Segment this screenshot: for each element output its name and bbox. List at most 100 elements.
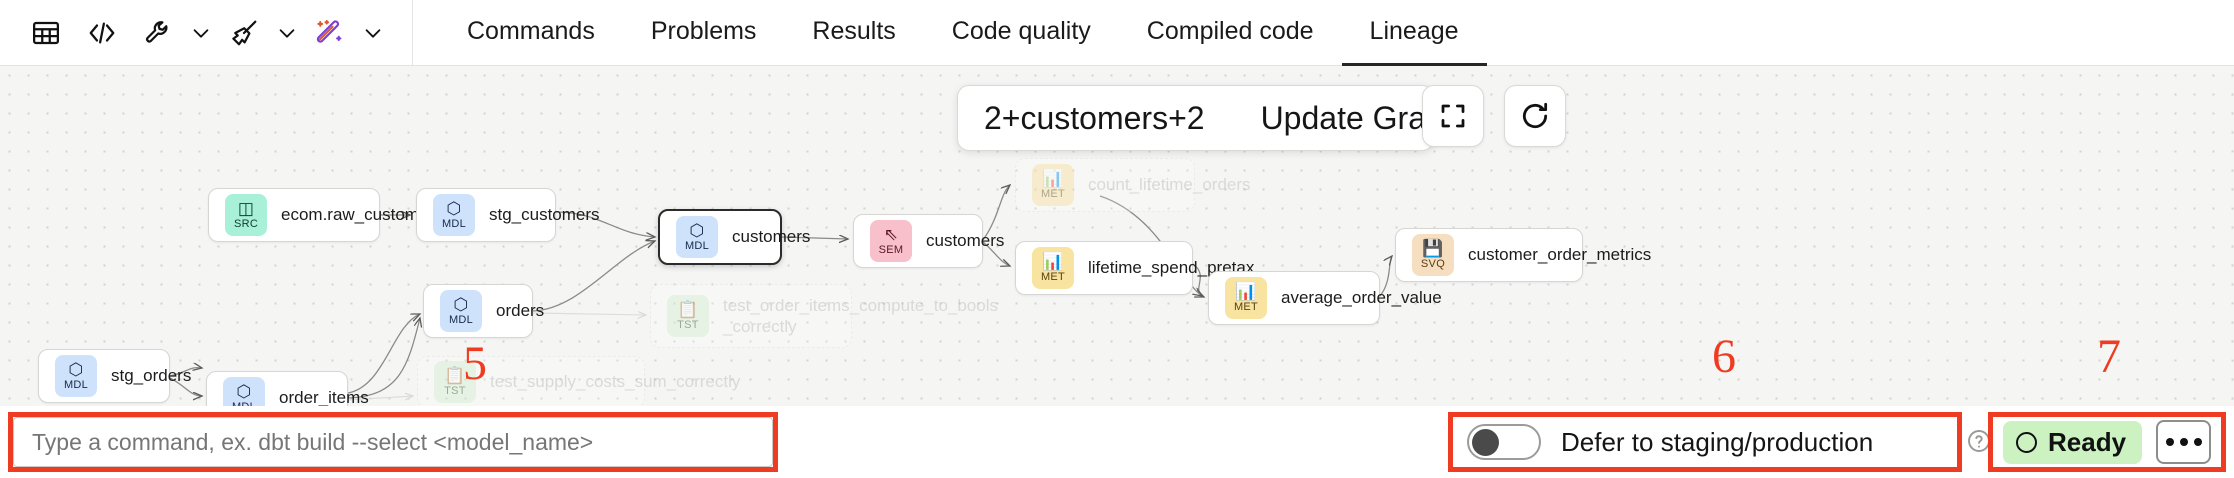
toolbar-divider [412,0,413,66]
node-label: stg_orders [111,366,192,385]
badge-text: MDL [448,314,474,326]
cube-icon: ⬡ [453,295,469,314]
node-label: test_supply_costs_sum_correctly [490,372,741,391]
tab-compiled-code[interactable]: Compiled code [1146,16,1314,45]
lineage-node-count-lifetime-orders[interactable]: 📊 MET count_lifetime_orders [1015,158,1251,212]
callout-number-7: 7 [2097,330,2121,383]
broom-icon[interactable] [216,7,272,59]
node-type-badge-tst: 📋 TST [434,361,476,403]
lineage-node-ecom-raw-customers[interactable]: ◫ SRC ecom.raw_customers [208,188,443,242]
node-label: average_order_value [1281,288,1442,307]
lineage-graph-canvas[interactable]: ◫ SRC ecom.raw_customers ⬡ MDL stg_custo… [0,66,2234,406]
lineage-node-average-order-value[interactable]: 📊 MET average_order_value [1208,271,1442,325]
node-type-badge-sem: ⇖ SEM [870,220,912,262]
dot [2179,438,2188,446]
status-circle-icon [2016,431,2037,453]
cube-icon: ⬡ [236,382,252,401]
command-input[interactable] [13,417,773,467]
graph-selector-panel: 2+customers+2 Update Graph [957,85,1434,151]
status-label: Ready [2048,426,2127,457]
node-label: stg_customers [489,205,600,224]
tab-code-quality[interactable]: Code quality [951,16,1091,45]
saved-query-icon: 💾 [1422,239,1444,258]
node-label: test_order_items_compute_to_bools _corre… [723,295,998,336]
node-label: count_lifetime_orders [1088,175,1251,194]
toggle-knob [1472,429,1499,456]
lineage-node-customers-model[interactable]: ⬡ MDL customers [658,209,810,265]
badge-text: TST [677,319,699,331]
editor-toolbar: Commands Problems Results Code quality C… [0,0,2234,66]
status-area: Ready [1988,412,2226,472]
bar-chart-icon: 📊 [1042,252,1064,271]
toolbar-icon-group [0,0,388,66]
dot [2165,438,2174,446]
badge-text: MDL [232,402,256,407]
node-label: ecom.raw_customers [281,205,443,224]
badge-text: SRC [233,218,259,230]
lineage-edges [169,66,2234,406]
lineage-node-order-items[interactable]: ⬡ MDL order_items [206,371,369,406]
badge-text: MET [1233,301,1259,313]
node-type-badge-mdl: ⬡ MDL [440,290,482,332]
node-type-badge-mdl: ⬡ MDL [223,377,265,406]
status-badge[interactable]: Ready [2003,420,2143,464]
tab-commands[interactable]: Commands [467,16,595,45]
node-type-badge-mdl: ⬡ MDL [433,194,475,236]
callout-number-5: 5 [463,337,487,390]
node-type-badge-met: 📊 MET [1032,164,1074,206]
badge-text: TST [444,385,466,397]
cube-icon: ⬡ [68,360,84,379]
defer-control: Defer to staging/production [1448,412,1962,472]
node-type-badge-met: 📊 MET [1225,277,1267,319]
fullscreen-button[interactable] [1422,85,1484,147]
node-label: orders [496,301,545,320]
node-type-badge-svq: 💾 SVQ [1412,234,1454,276]
lineage-node-stg-orders[interactable]: ⬡ MDL stg_orders [38,349,191,403]
badge-text: MET [1040,188,1066,200]
lineage-node-customer-order-metrics[interactable]: 💾 SVQ customer_order_metrics [1395,228,1651,282]
badge-text: SVQ [1420,258,1446,270]
editor-tabs: Commands Problems Results Code quality C… [439,0,1487,66]
lineage-node-lifetime-spend-pretax[interactable]: 📊 MET lifetime_spend_pretax [1015,241,1254,295]
callout-number-6: 6 [1712,330,1736,383]
node-type-badge-met: 📊 MET [1032,247,1074,289]
more-options-button[interactable] [2156,420,2211,464]
cube-icon: ⬡ [689,221,705,240]
defer-label: Defer to staging/production [1561,426,1874,457]
lineage-node-test-supply-costs-sum-correctly[interactable]: 📋 TST test_supply_costs_sum_correctly [417,356,740,406]
node-type-badge-src: ◫ SRC [225,194,267,236]
test-clipboard-icon: 📋 [677,300,699,319]
node-label: customers [732,227,811,246]
badge-text: MDL [441,218,467,230]
defer-toggle[interactable] [1467,424,1541,460]
table-view-icon[interactable] [18,7,74,59]
semantic-graph-icon: ⇖ [883,225,899,244]
lineage-node-customers-semantic[interactable]: ⇖ SEM customers [853,214,1004,268]
node-type-badge-tst: 📋 TST [667,295,709,337]
chevron-down-icon-build[interactable] [186,7,216,59]
chevron-down-icon-format[interactable] [272,7,302,59]
code-icon[interactable] [74,7,130,59]
node-label: order_items [279,388,369,406]
cube-icon: ⬡ [446,199,462,218]
database-icon: ◫ [237,199,255,218]
lineage-node-stg-customers[interactable]: ⬡ MDL stg_customers [416,188,600,242]
badge-text: SEM [878,244,904,256]
chevron-down-icon-ai[interactable] [358,7,388,59]
badge-text: MET [1040,271,1066,283]
tab-results[interactable]: Results [812,16,896,45]
badge-text: MDL [63,379,89,391]
lineage-node-test-order-items-compute-to-bools-correctly[interactable]: 📋 TST test_order_items_compute_to_bools … [650,284,998,348]
update-graph-button[interactable]: Update Graph [1260,99,1433,136]
tab-lineage[interactable]: Lineage [1341,0,1487,66]
node-label: customers [926,231,1005,250]
lineage-node-orders[interactable]: ⬡ MDL orders [423,284,544,338]
refresh-button[interactable] [1504,85,1566,147]
dot [2193,438,2202,446]
magic-wand-icon[interactable] [302,7,358,59]
graph-selector-input[interactable]: 2+customers+2 [984,99,1205,136]
bar-chart-icon: 📊 [1235,282,1257,301]
wrench-icon[interactable] [130,7,186,59]
command-input-highlight [8,412,778,472]
tab-problems[interactable]: Problems [650,16,757,45]
